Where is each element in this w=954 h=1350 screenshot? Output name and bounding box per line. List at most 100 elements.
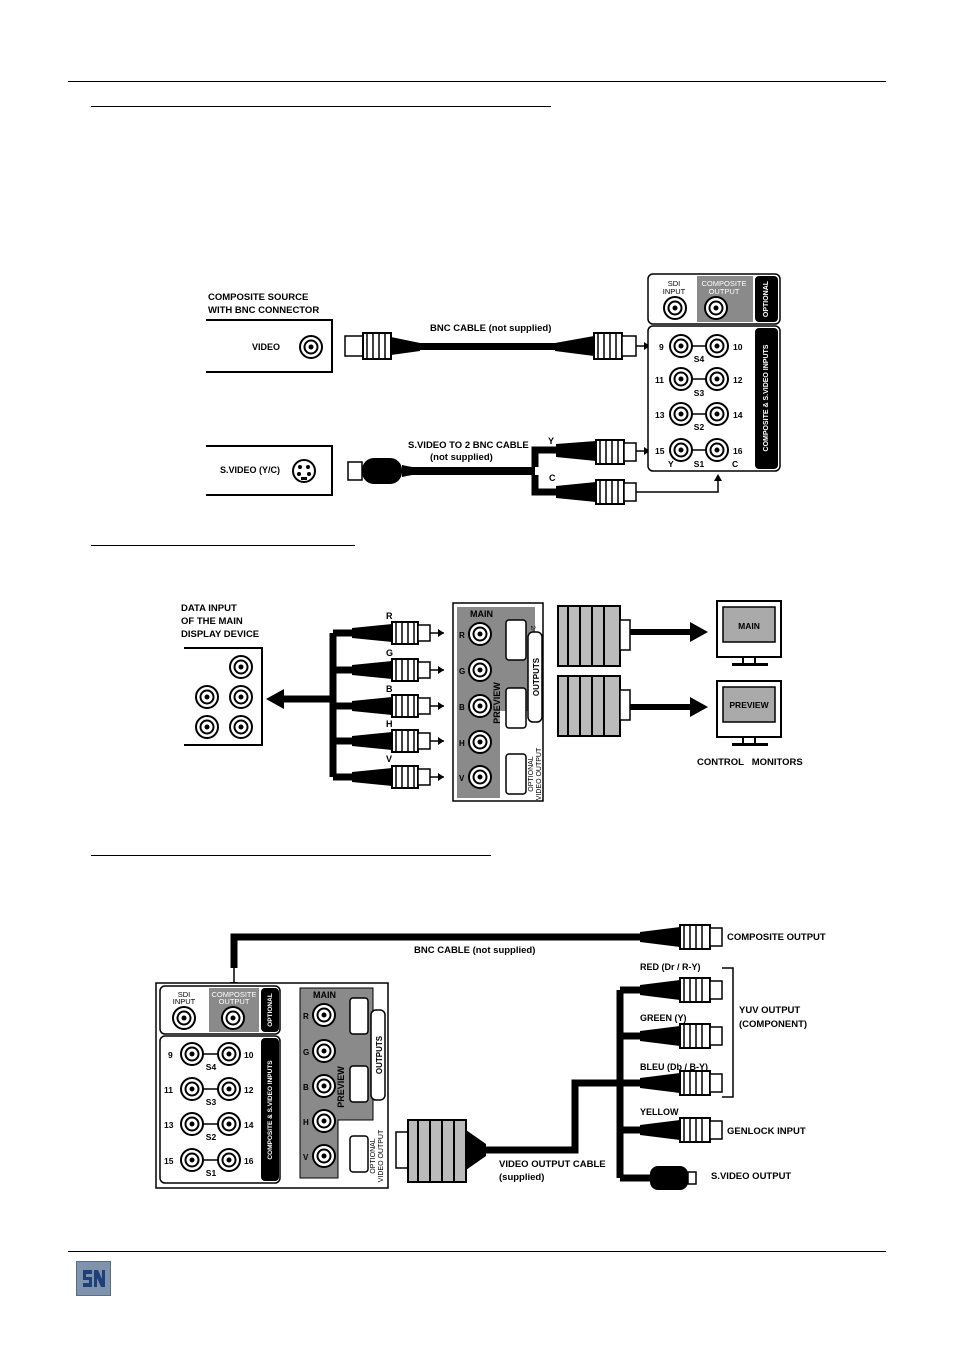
svg-text:R: R bbox=[303, 1012, 309, 1021]
g-label: G bbox=[386, 648, 393, 658]
svg-text:VIDEO OUTPUT: VIDEO OUTPUT bbox=[378, 1129, 385, 1182]
svg-text:S3: S3 bbox=[694, 388, 705, 398]
video-output-cable-connector bbox=[395, 1119, 486, 1183]
main-label: MAIN bbox=[470, 609, 493, 619]
svg-text:C: C bbox=[732, 459, 738, 469]
svg-text:13: 13 bbox=[164, 1120, 174, 1130]
vga-port-optional bbox=[505, 753, 527, 795]
svg-text:S2: S2 bbox=[206, 1132, 217, 1142]
bnc-cable-label: BNC CABLE (not supplied) bbox=[430, 323, 551, 334]
svideo-source-box bbox=[206, 445, 333, 496]
svg-text:9: 9 bbox=[168, 1050, 173, 1060]
svideo-plug bbox=[650, 1166, 697, 1190]
data-input-line2: OF THE MAIN bbox=[181, 616, 243, 627]
svg-text:OPTIONAL: OPTIONAL bbox=[528, 756, 535, 792]
svg-text:OPTIONAL: OPTIONAL bbox=[370, 1138, 377, 1174]
svg-text:OUTPUTS: OUTPUTS bbox=[532, 657, 541, 696]
monitor-main-label: MAIN bbox=[738, 621, 760, 631]
svg-text:11: 11 bbox=[655, 375, 664, 385]
svideo-connector bbox=[292, 459, 316, 483]
video-output-cable-line bbox=[486, 1079, 620, 1154]
svg-text:OPTIONAL: OPTIONAL bbox=[267, 993, 274, 1027]
sdi-input-line1: SDI bbox=[668, 279, 681, 288]
bnc-cable-line bbox=[420, 343, 555, 350]
composite-output-line1: COMPOSITE bbox=[701, 279, 746, 288]
svg-text:9: 9 bbox=[659, 342, 664, 352]
svg-text:15: 15 bbox=[164, 1156, 174, 1166]
monitor-preview-label: PREVIEW bbox=[729, 700, 769, 710]
company-logo bbox=[76, 1261, 111, 1296]
svg-text:COMPOSITE & S.VIDEO INPUTS: COMPOSITE & S.VIDEO INPUTS bbox=[267, 1060, 274, 1160]
bnc-plug-left bbox=[344, 335, 364, 357]
vga-cable-main bbox=[557, 605, 708, 667]
bnc-cable-label-2: BNC CABLE (not supplied) bbox=[414, 945, 535, 956]
inputs-label: COMPOSITE & S.VIDEO INPUTS bbox=[763, 344, 770, 451]
section2-underline bbox=[91, 545, 355, 546]
yuv-output-line1: YUV OUTPUT bbox=[739, 1005, 800, 1016]
svg-text:12: 12 bbox=[244, 1085, 254, 1095]
svg-text:V: V bbox=[303, 1153, 309, 1162]
video-output-cable-line2: (supplied) bbox=[499, 1172, 544, 1183]
svg-text:10: 10 bbox=[244, 1050, 254, 1060]
svg-text:PREVIEW: PREVIEW bbox=[336, 1066, 346, 1108]
svg-text:11: 11 bbox=[164, 1085, 173, 1095]
svg-text:R: R bbox=[459, 631, 465, 640]
video-label: VIDEO bbox=[252, 342, 280, 352]
footer-rule bbox=[68, 1251, 886, 1252]
composite-source-box bbox=[206, 319, 333, 373]
svg-text:B: B bbox=[459, 703, 465, 712]
section3-underline bbox=[91, 855, 491, 856]
svg-text:16: 16 bbox=[733, 446, 743, 456]
composite-output-bnc bbox=[704, 296, 728, 320]
inputs-panel bbox=[647, 325, 781, 472]
svg-text:INPUT: INPUT bbox=[173, 997, 196, 1006]
svg-text:14: 14 bbox=[733, 410, 743, 420]
svg-text:OUTPUTS: OUTPUTS bbox=[375, 1035, 384, 1074]
v-label: V bbox=[386, 754, 392, 764]
green-label: GREEN (Y) bbox=[640, 1013, 687, 1023]
svg-text:10: 10 bbox=[733, 342, 743, 352]
genlock-input-label: GENLOCK INPUT bbox=[727, 1126, 806, 1137]
svg-text:15: 15 bbox=[655, 446, 665, 456]
optional-label: OPTIONAL bbox=[763, 280, 770, 317]
composite-output-line2: OUTPUT bbox=[709, 287, 740, 296]
svg-text:Y: Y bbox=[668, 459, 674, 469]
vga-port-preview bbox=[505, 687, 527, 729]
red-label: RED (Dr / R-Y) bbox=[640, 962, 701, 972]
r-label: R bbox=[386, 611, 393, 621]
svg-text:S1: S1 bbox=[206, 1168, 217, 1178]
diagram-rgbhv-outputs: DATA INPUT OF THE MAIN DISPLAY DEVICE R … bbox=[181, 600, 803, 802]
diagram-video-output-cable: BNC CABLE (not supplied) COMPOSITE OUTPU… bbox=[155, 924, 826, 1190]
svg-text:12: 12 bbox=[733, 375, 743, 385]
sdi-input-bnc bbox=[663, 296, 687, 320]
bleu-label: BLEU (Db / B-Y) bbox=[640, 1062, 708, 1072]
h-label: H bbox=[386, 719, 393, 729]
svideo-cable-line2: (not supplied) bbox=[430, 452, 493, 463]
vga-port-2nd-main bbox=[505, 619, 527, 661]
source-title-line1: COMPOSITE SOURCE bbox=[208, 292, 308, 303]
svg-text:B: B bbox=[303, 1083, 309, 1092]
source-title-line2: WITH BNC CONNECTOR bbox=[208, 305, 319, 316]
video-bnc-connector bbox=[299, 335, 323, 359]
svg-text:H: H bbox=[303, 1118, 309, 1127]
control-monitors-label: CONTROL MONITORS bbox=[697, 757, 803, 768]
b-label: B bbox=[386, 684, 393, 694]
svg-text:G: G bbox=[303, 1048, 309, 1057]
svg-text:S1: S1 bbox=[694, 459, 705, 469]
svg-text:S3: S3 bbox=[206, 1097, 217, 1107]
svg-text:MAIN: MAIN bbox=[313, 990, 336, 1000]
data-input-line3: DISPLAY DEVICE bbox=[181, 629, 259, 640]
svg-text:VIDEO OUTPUT: VIDEO OUTPUT bbox=[536, 747, 543, 800]
svideo-output-label: S.VIDEO OUTPUT bbox=[711, 1171, 791, 1182]
yellow-label: YELLOW bbox=[640, 1107, 679, 1117]
svg-text:13: 13 bbox=[655, 410, 665, 420]
sdi-input-line2: INPUT bbox=[663, 287, 686, 296]
header-rule bbox=[68, 81, 886, 82]
svg-text:H: H bbox=[459, 739, 465, 748]
svg-text:16: 16 bbox=[244, 1156, 254, 1166]
svg-text:14: 14 bbox=[244, 1120, 254, 1130]
yuv-bracket bbox=[722, 967, 734, 1098]
y-cable-label: Y bbox=[548, 436, 554, 446]
diagram-composite-svideo-inputs: COMPOSITE SOURCE WITH BNC CONNECTOR VIDE… bbox=[206, 273, 781, 505]
svg-text:S4: S4 bbox=[694, 354, 705, 364]
